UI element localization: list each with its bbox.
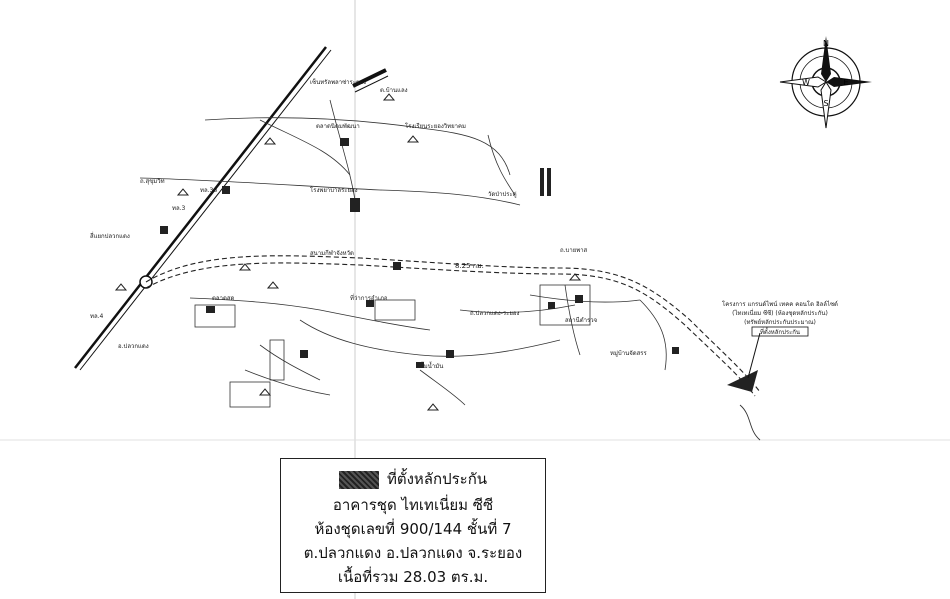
legend-box: ที่ตั้งหลักประกัน อาคารชุด ไทเทเนี่ยม ซี…: [280, 458, 546, 593]
legend-title: ที่ตั้งหลักประกัน: [386, 470, 488, 488]
compass-north: N: [823, 39, 829, 48]
building-icon: [300, 350, 308, 358]
map-label: อ.ปลวกแดง: [118, 343, 149, 350]
map-label: ทล.4: [90, 313, 104, 320]
temple-icons: [114, 93, 582, 411]
map-label: ต.บ้านแลง: [380, 87, 408, 94]
map-label: สถานีตำรวจ: [565, 316, 597, 324]
temple-icon: [238, 263, 252, 271]
site-label-line1: โครงการ แกรนด์ไพน์ เทคค คอนโด ฮิลล์ไซด์: [722, 300, 838, 308]
building-icon: [366, 300, 374, 307]
site-callout-line: [747, 332, 761, 379]
map-label: สี่แยกปลวกแดง: [90, 232, 130, 240]
compass-west: W: [802, 78, 810, 87]
site-label-line4: ที่ตั้งหลักประกัน: [760, 326, 800, 336]
site-label-line3: (ทรัพย์หลักประกันประมาณ): [744, 318, 816, 326]
building-icon: [672, 347, 679, 354]
site-label-box: [751, 326, 809, 337]
district-blocks: [194, 284, 591, 408]
area-block: [539, 284, 591, 326]
legend-unit: ห้องชุดเลขที่ 900/144 ชั้นที่ 7: [314, 520, 512, 538]
map-label: เซ็นทรัลพลาซ่าระยอง: [310, 77, 366, 86]
area-block: [374, 299, 416, 321]
building-icon: [340, 138, 349, 146]
building-icon: [548, 302, 555, 309]
compass-south: S: [823, 99, 828, 108]
place-labels: เซ็นทรัลพลาซ่าระยอง ต.บ้านแลง ถ.สุขุมวิท…: [90, 77, 648, 370]
temple-icon: [406, 135, 420, 143]
map-label: โรงพยาบาลระยอง: [310, 186, 358, 194]
map-label: ทล.3: [172, 205, 186, 212]
site-location-marker: [727, 370, 758, 392]
map-label: ถ.บายพาส: [560, 247, 588, 254]
temple-icon: [382, 93, 396, 101]
temple-icon: [263, 137, 277, 145]
main-highway: [74, 46, 332, 371]
landmark-icons: [160, 138, 679, 368]
map-label: ปั๊มน้ำมัน: [420, 360, 443, 370]
map-label: ที่ว่าการอำเภอ: [350, 294, 388, 302]
building-icon: [350, 198, 360, 212]
building-icon: [446, 350, 454, 358]
compass-rose: N S E W: [779, 36, 872, 129]
legend-title-row: ที่ตั้งหลักประกัน: [281, 467, 545, 491]
temple-icon: [176, 188, 190, 196]
legend-swatch: [338, 470, 379, 489]
distance-label: 8.25 กม.: [455, 262, 484, 270]
temple-icon: [258, 388, 272, 396]
area-block: [269, 339, 285, 381]
tower-icon: [547, 168, 551, 196]
legend-building: อาคารชุด ไทเทเนี่ยม ซีซี: [332, 496, 494, 514]
map-label: ถ.ปลวกแดง-ระยอง: [470, 310, 519, 317]
map-label: ถ.สุขุมวิท: [140, 178, 165, 185]
temple-icon: [426, 403, 440, 411]
site-label-line2: (ไทเทเนี่ยม ซีซี) (ห้องชุดหลักประกัน): [732, 309, 828, 317]
area-block: [194, 304, 236, 328]
map-label: วัดป่าประดู่: [488, 191, 517, 198]
tower-icon: [540, 168, 544, 196]
route-to-site: [145, 255, 761, 397]
legend-address: ต.ปลวกแดง อ.ปลวกแดง จ.ระยอง: [303, 544, 523, 562]
stream: [739, 404, 761, 441]
map-label: โรงเรียนระยองวิทยาคม: [405, 122, 466, 130]
map-label: สนามกีฬาจังหวัด: [310, 249, 354, 257]
map-label: ตลาดนิคมพัฒนา: [316, 123, 360, 130]
building-icon: [222, 186, 230, 194]
map-label: หมู่บ้านจัดสรร: [610, 350, 647, 357]
temple-icon: [114, 283, 128, 291]
spur-road: [352, 68, 387, 88]
building-icon: [393, 262, 401, 270]
legend-area: เนื้อที่รวม 28.03 ตร.ม.: [337, 568, 489, 586]
compass-east: E: [843, 78, 848, 87]
spur-road: [354, 75, 389, 93]
secondary-roads: [139, 99, 667, 406]
building-icon: [416, 362, 424, 368]
area-block: [229, 381, 271, 408]
map-label: ตลาดสด: [212, 295, 235, 302]
temple-icon: [568, 273, 582, 281]
building-icon: [575, 295, 583, 303]
building-icon: [160, 226, 168, 234]
temple-icon: [266, 281, 280, 289]
building-icon: [206, 306, 215, 313]
map-label: ทล.36: [200, 187, 217, 194]
